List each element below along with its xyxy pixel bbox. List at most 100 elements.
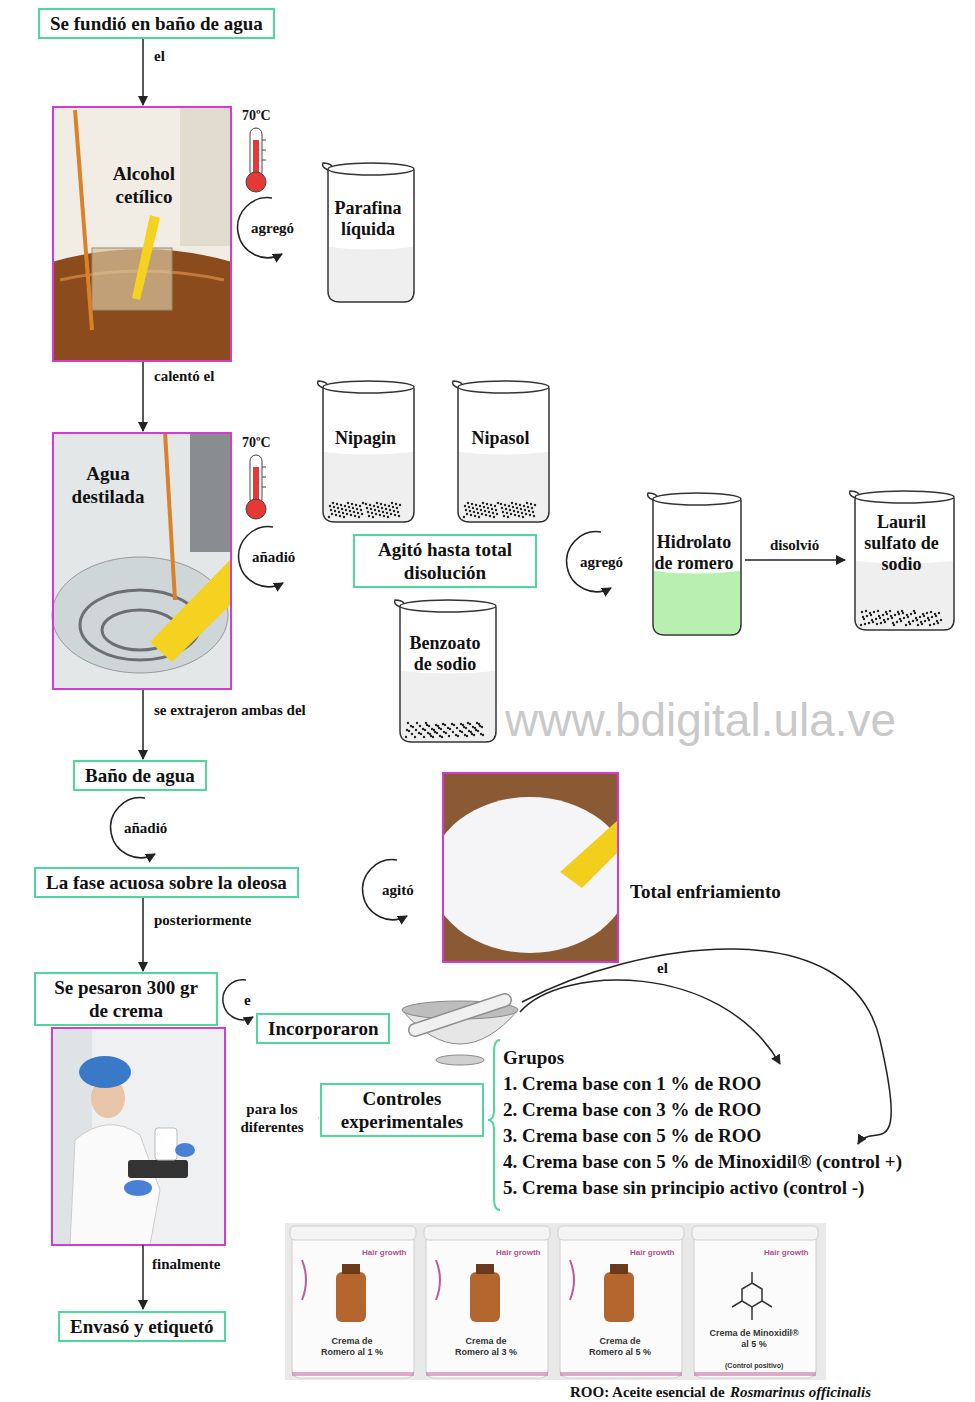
powder-dot bbox=[900, 620, 902, 622]
powder-dot bbox=[863, 618, 865, 620]
powder-dot bbox=[379, 514, 381, 516]
beaker-spout bbox=[453, 381, 462, 388]
thermometer-icon bbox=[246, 128, 266, 192]
powder-dot bbox=[486, 503, 488, 505]
powder-dot bbox=[481, 513, 483, 515]
powder-dot bbox=[940, 619, 942, 621]
powder-dot bbox=[473, 511, 475, 513]
beaker-text: Parafina líquida bbox=[325, 198, 411, 240]
powder-dot bbox=[346, 513, 348, 515]
powder-dot bbox=[339, 515, 341, 517]
powder-dot bbox=[370, 508, 372, 510]
powder-dot bbox=[487, 507, 489, 509]
powder-dot bbox=[876, 623, 878, 625]
beaker-text: Hidrolato de romero bbox=[647, 532, 741, 574]
powder-dot bbox=[342, 512, 344, 514]
jar-label: Crema de Romero al 5 % bbox=[583, 1336, 657, 1358]
powder-dot bbox=[898, 613, 900, 615]
powder-dot bbox=[368, 515, 370, 517]
action-label: agregó bbox=[251, 219, 294, 237]
powder-dot bbox=[414, 736, 416, 738]
powder-dot bbox=[396, 507, 398, 509]
powder-dot bbox=[923, 615, 925, 617]
powder-dot bbox=[528, 510, 530, 512]
edge-label: calentó el bbox=[152, 368, 216, 385]
powder-dot bbox=[938, 612, 940, 614]
powder-dot bbox=[516, 507, 518, 509]
action-label: añadió bbox=[124, 819, 167, 837]
powder-dot bbox=[419, 725, 421, 727]
powder-dot bbox=[910, 613, 912, 615]
box-text: Se pesaron 300 gr de crema bbox=[46, 976, 206, 1022]
powder-dot bbox=[338, 511, 340, 513]
action-label: e bbox=[244, 991, 251, 1009]
beaker-outline bbox=[313, 378, 418, 525]
beaker-node: Parafina líquida bbox=[318, 160, 418, 305]
process-box: Baño de agua bbox=[73, 760, 207, 791]
powder-dot bbox=[924, 620, 926, 622]
powder-dot bbox=[331, 513, 333, 515]
jar-label: Crema de Minoxidil® al 5 % bbox=[709, 1328, 799, 1350]
powder-dot bbox=[496, 513, 498, 515]
powder-dot bbox=[509, 509, 511, 511]
powder-dot bbox=[468, 506, 470, 508]
powder-dot bbox=[348, 506, 350, 508]
powder-dot bbox=[365, 503, 367, 505]
powder-dot bbox=[926, 612, 928, 614]
beaker-spout bbox=[323, 163, 332, 170]
powder-dot bbox=[865, 610, 867, 612]
box-text: Baño de agua bbox=[85, 764, 195, 787]
powder-dot bbox=[411, 733, 413, 735]
beaker-text-wrap: Nipagin bbox=[321, 428, 411, 449]
powder-dot bbox=[893, 624, 895, 626]
powder-dot bbox=[476, 508, 478, 510]
flow-arrow bbox=[142, 1245, 144, 1309]
powder-dot bbox=[909, 623, 911, 625]
powder-dot bbox=[493, 516, 495, 518]
jar-label: Hair growth bbox=[764, 1248, 808, 1258]
powder-dot bbox=[517, 511, 519, 513]
powder-dot bbox=[332, 502, 334, 504]
powder-dot bbox=[475, 504, 477, 506]
powder-dot bbox=[866, 615, 868, 617]
powder-dot bbox=[465, 727, 467, 729]
powder-dot bbox=[525, 513, 527, 515]
powder-dot bbox=[474, 727, 476, 729]
powder-dot bbox=[407, 722, 409, 724]
powder-dot bbox=[917, 624, 919, 626]
powder-dot bbox=[448, 735, 450, 737]
powder-dot bbox=[860, 624, 862, 626]
powder-dot bbox=[445, 732, 447, 734]
powder-dot bbox=[511, 502, 513, 504]
beaker-rim bbox=[855, 491, 954, 503]
beaker-text: Benzoato de sodio bbox=[400, 633, 490, 675]
powder-dot bbox=[373, 505, 375, 507]
powder-dot bbox=[471, 503, 473, 505]
process-box: Controles experimentales bbox=[320, 1083, 484, 1137]
group-item: 3. Crema base con 5 % de ROO bbox=[503, 1124, 761, 1147]
powder-dot bbox=[423, 736, 425, 738]
powder-dot bbox=[390, 513, 392, 515]
powder-dot bbox=[429, 733, 431, 735]
powder-dot bbox=[889, 610, 891, 612]
photo-node: Alcohol cetílico bbox=[52, 106, 232, 362]
powder-dot bbox=[389, 509, 391, 511]
powder-dot bbox=[872, 621, 874, 623]
group-bracket bbox=[488, 1040, 500, 1210]
beaker-text: Lauril sulfato de sodio bbox=[862, 512, 942, 575]
process-box: Se pesaron 300 gr de crema bbox=[34, 972, 218, 1026]
powder-dot bbox=[533, 515, 535, 517]
powder-dot bbox=[532, 511, 534, 513]
powder-dot bbox=[491, 508, 493, 510]
beaker-rim bbox=[653, 493, 741, 505]
powder-dot bbox=[513, 510, 515, 512]
powder-dot bbox=[377, 506, 379, 508]
powder-dot bbox=[456, 727, 458, 729]
step-label: Total enfriamiento bbox=[630, 880, 781, 903]
powder-dot bbox=[484, 510, 486, 512]
group-item: 2. Crema base con 3 % de ROO bbox=[503, 1098, 761, 1121]
mortar-icon bbox=[402, 1000, 518, 1065]
process-box: Incorporaron bbox=[256, 1013, 390, 1044]
powder-dot bbox=[428, 725, 430, 727]
